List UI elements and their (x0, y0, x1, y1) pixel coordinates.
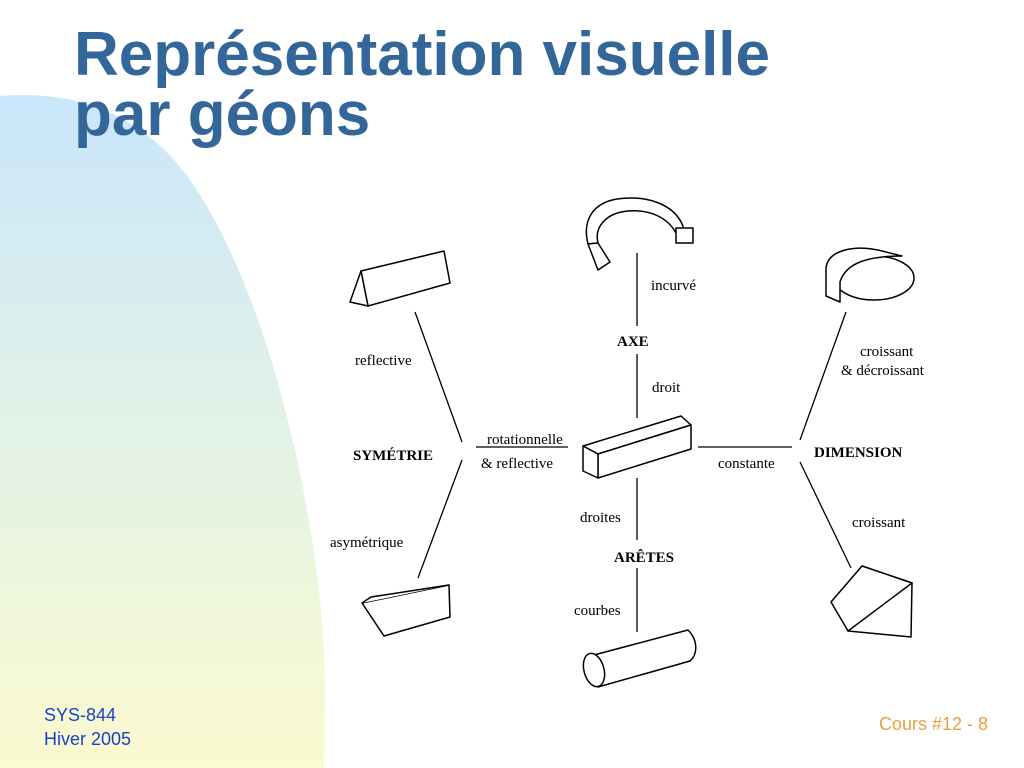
label-constante: constante (718, 456, 775, 472)
label-reflective: reflective (355, 353, 412, 369)
node-dimension: DIMENSION (814, 445, 903, 461)
label-rotationnelle: rotationnelle (487, 432, 563, 448)
label-croissant-decroissant-1: croissant (860, 344, 914, 360)
connector-symmetry-asymmetric (417, 459, 463, 579)
expanding-frustum-geon-icon (830, 565, 913, 638)
box-geon-icon (582, 415, 692, 479)
node-symetrie: SYMÉTRIE (353, 447, 433, 464)
label-droit: droit (652, 380, 681, 396)
slide-title-line-2: par géons (74, 80, 371, 149)
asymmetric-prism-geon-icon (361, 584, 451, 637)
triangular-prism-geon-icon (349, 250, 451, 307)
label-asymetrique: asymétrique (330, 535, 404, 551)
node-axe: AXE (617, 334, 649, 350)
connector-dimension-expanding-contracting (799, 311, 847, 441)
slide-title-line-1: Représentation visuelle (74, 20, 771, 89)
connector-symmetry-reflective (414, 311, 463, 443)
footer-page-number: Cours #12 - 8 (878, 714, 988, 734)
curved-axis-geon-icon (585, 197, 694, 271)
label-croissant: croissant (852, 515, 906, 531)
footer-term: Hiver 2005 (44, 729, 132, 749)
label-incurve: incurvé (651, 278, 696, 294)
footer-course: SYS-844 (44, 705, 117, 725)
label-croissant-decroissant-2: & décroissant (841, 363, 925, 379)
connector-dimension-expanding (799, 461, 852, 569)
label-courbes: courbes (574, 603, 621, 619)
label-droites: droites (580, 510, 621, 526)
node-aretes: ARÊTES (614, 549, 674, 566)
elliptic-cylinder-geon-icon (825, 247, 915, 303)
label-and-reflective: & reflective (481, 456, 553, 472)
cylinder-geon-icon (582, 629, 697, 688)
